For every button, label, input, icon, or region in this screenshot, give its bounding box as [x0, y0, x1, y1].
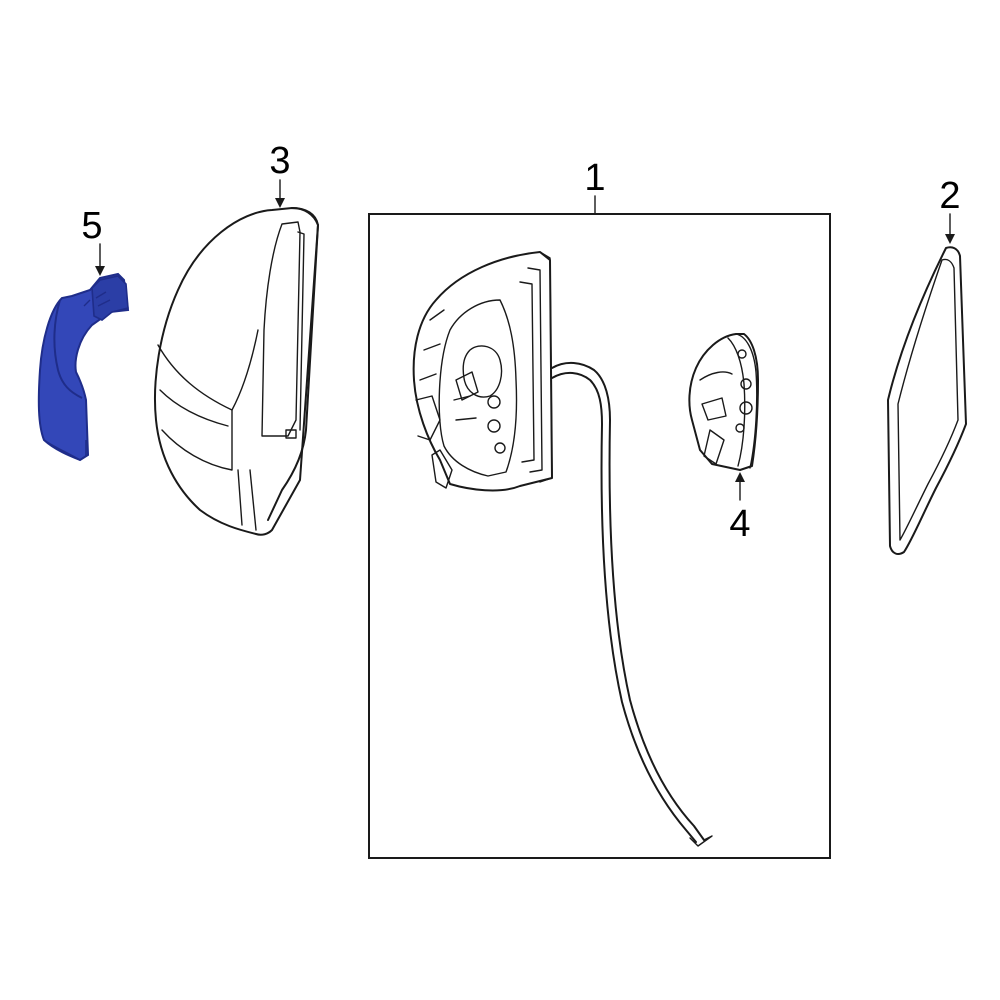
part-3-housing-inner-face — [297, 231, 305, 431]
callout-4: 4 — [729, 472, 751, 545]
callout-2: 2 — [939, 175, 961, 244]
part-3-housing-lower-lip — [237, 469, 257, 531]
part-5-cover-ridge — [53, 299, 83, 399]
part-1-cable-inner — [551, 372, 697, 843]
part-1-detail-lines — [419, 309, 477, 421]
callout-5: 5 — [81, 205, 105, 276]
part-2-glass[interactable] — [887, 246, 967, 555]
part-1-bracket-b — [431, 449, 453, 489]
callout-1-label: 1 — [584, 157, 605, 199]
part-1-cable-end — [689, 835, 713, 847]
part-3-housing[interactable] — [153, 207, 319, 536]
part-3-housing-rim-outer — [267, 207, 319, 521]
callout-2-label: 2 — [939, 175, 960, 217]
part-5-cover-detail — [83, 291, 111, 307]
part-1-rim-mid — [519, 281, 535, 463]
part-5-cover-clip — [91, 275, 129, 321]
part-4-signal-connector — [701, 397, 727, 465]
part-4-signal-inner-edge — [727, 337, 746, 467]
callout-5-label: 5 — [81, 205, 102, 247]
part-1-motor-hole-b — [487, 419, 501, 433]
part-1-cable-outer — [551, 362, 705, 841]
callout-4-arrow — [735, 472, 745, 482]
part-4-signal-hole-a — [737, 349, 747, 359]
part-5-cover[interactable] — [37, 272, 130, 462]
part-1-mirror-body — [412, 251, 553, 492]
callout-5-arrow — [95, 266, 105, 276]
part-1-motor-housing — [438, 299, 518, 477]
callout-2-arrow — [945, 234, 955, 244]
part-2-glass-inner — [897, 258, 959, 541]
part-5-cover-lower-edge — [43, 439, 87, 461]
callout-1: 1 — [584, 157, 606, 215]
part-1-motor-hole-a — [487, 395, 501, 409]
part-1-motor-gear — [462, 345, 503, 398]
part-1-housing-back — [412, 251, 553, 492]
callout-3-arrow — [275, 198, 285, 208]
callout-3-label: 3 — [269, 140, 290, 182]
part-4-signal-body — [688, 333, 759, 471]
part-2-glass-outer — [887, 246, 967, 555]
part-4-signal-hole-d — [735, 423, 745, 433]
callout-3: 3 — [269, 140, 291, 208]
part-3-housing-shell — [153, 207, 319, 536]
callout-4-label: 4 — [729, 503, 750, 545]
part-4-signal-hole-c — [739, 401, 753, 415]
part-4-signal-face — [735, 333, 758, 469]
part-1-assembly-frame — [368, 213, 831, 859]
part-1-latch — [455, 371, 479, 401]
part-1-motor-hole-c — [494, 442, 506, 454]
part-1-rim-inner — [527, 267, 543, 473]
part-1-bracket — [415, 395, 441, 441]
part-1-cable — [551, 362, 713, 847]
part-3-housing-tab — [285, 429, 297, 439]
part-3-housing-rim-inner — [261, 221, 301, 437]
part-1-assembly-group[interactable] — [368, 213, 831, 859]
part-4-signal-detail — [699, 371, 733, 381]
part-3-housing-band-line — [159, 389, 229, 427]
part-3-housing-seam — [231, 329, 259, 411]
part-4-signal-hole-b — [740, 378, 752, 390]
part-4-signal[interactable] — [688, 333, 759, 471]
